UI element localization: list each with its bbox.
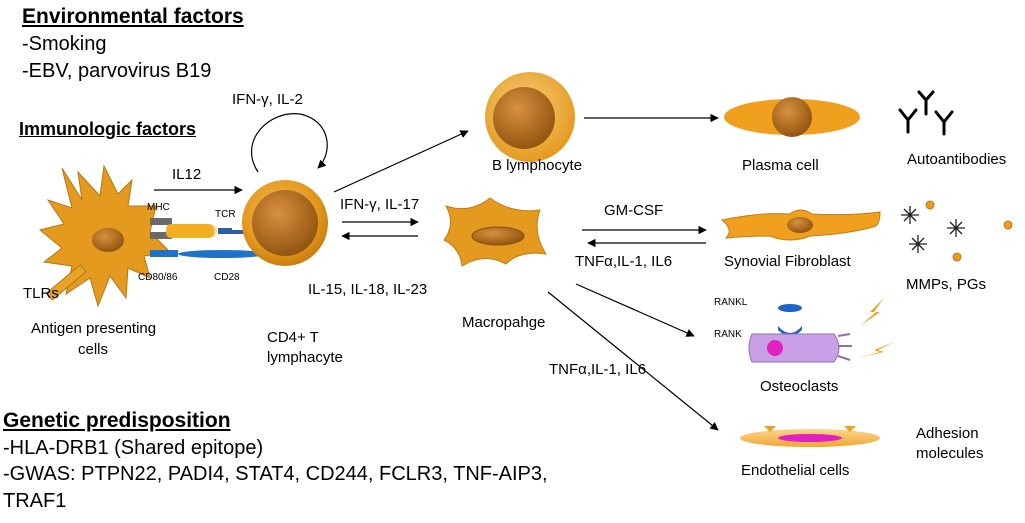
osteoclast-cell [748,304,852,363]
pg-dots [925,200,1013,262]
label-tlrs: TLRs [23,285,59,302]
genetic-item-gwas: -GWAS: PTPN22, PADI4, STAT4, CD244, FCLR… [3,463,548,485]
label-gm-csf: GM-CSF [604,202,664,219]
macrophage-cell [443,197,548,267]
label-cd80: CD80/86 [138,272,178,283]
label-tnf-upper: TNFα,IL-1, IL6 [575,253,673,270]
label-ifn-il2: IFN-γ, IL-2 [232,91,303,108]
label-apc-line1: Antigen presenting [31,320,157,337]
environmental-item-smoking: -Smoking [22,33,107,55]
environmental-heading: Environmental factors [22,5,244,28]
label-ifn-il17: IFN-γ, IL-17 [340,196,420,213]
label-synovial-fibroblast: Synovial Fibroblast [724,253,851,270]
synovial-fibroblast-cell [720,209,881,241]
label-tnf-lower: TNFα,IL-1, IL6 [549,361,647,378]
label-tcr: TCR [215,209,236,220]
label-rankl: RANKL [714,297,748,308]
mmp-star-icon [901,206,965,253]
genetic-heading: Genetic predisposition [3,409,231,432]
label-cd4-line2: lymphacyte [267,349,343,366]
genetic-item-hla: -HLA-DRB1 (Shared epitope) [3,437,264,459]
label-apc-line2: cells [78,341,109,358]
arrow-t-to-b [333,130,469,193]
label-cd28: CD28 [214,272,240,283]
label-endothelial-cells: Endothelial cells [741,462,850,479]
label-osteoclasts: Osteoclasts [760,378,839,395]
label-il15-il18-il23: IL-15, IL-18, IL-23 [308,281,428,298]
label-mhc: MHC [147,202,170,213]
label-autoantibodies: Autoantibodies [907,151,1007,168]
rankl-shape [778,304,802,312]
antigen-presenting-cell [38,164,172,308]
antibody-icon [898,90,954,136]
plasma-cell [724,97,860,137]
arrow-macrophage-to-osteoclast [575,283,695,337]
endothelial-cells [740,426,880,447]
environmental-item-viruses: -EBV, parvovirus B19 [22,60,212,82]
immunologic-heading: Immunologic factors [19,119,197,139]
cd4-t-cell [242,180,328,266]
label-il12: IL12 [172,166,202,183]
b-lymphocyte-cell [485,72,575,162]
label-cd4-line1: CD4+ T [267,329,319,346]
label-macrophage: Macropahge [462,314,546,331]
label-adhesion-line1: Adhesion [916,425,979,442]
label-mmps-pgs: MMPs, PGs [906,276,987,293]
label-rank: RANK [714,329,742,340]
label-adhesion-line2: molecules [916,445,984,462]
autocrine-loop-arrow [251,113,328,173]
lightning-icon [858,298,894,358]
genetic-item-traf1: TRAF1 [3,490,67,512]
label-b-lymphocyte: B lymphocyte [492,157,583,174]
label-plasma-cell: Plasma cell [742,157,819,174]
arrow-macrophage-to-endothelial [547,291,719,431]
